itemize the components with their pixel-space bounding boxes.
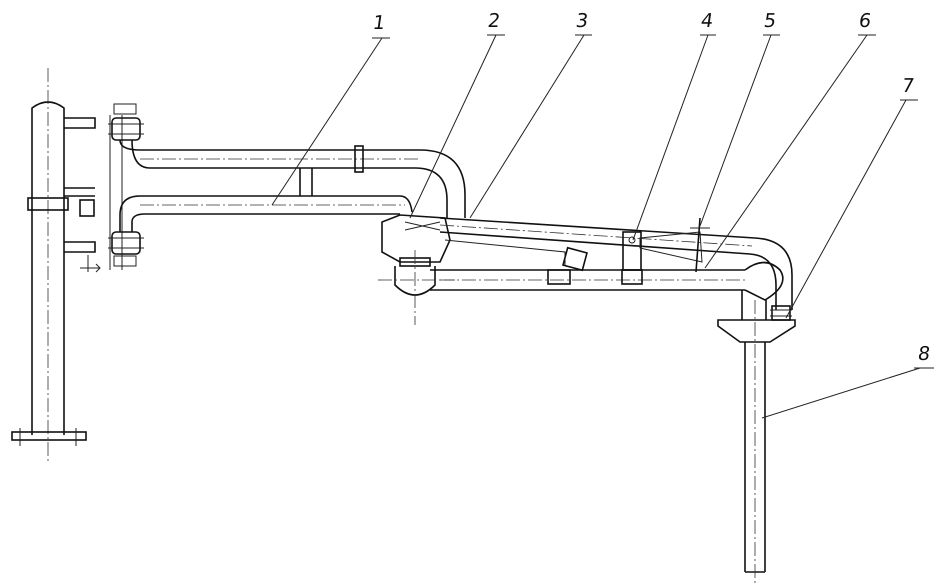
drop-pipe (717, 290, 796, 585)
upper-pipe (119, 139, 466, 218)
inner-arm (119, 195, 413, 232)
balance-cylinder (639, 217, 710, 273)
column-brackets (64, 115, 123, 273)
leader-lines (271, 34, 934, 419)
outer-arm (439, 217, 793, 310)
horizontal-pipe (430, 231, 784, 301)
elbow-joint (378, 214, 455, 325)
swivel-joints (108, 103, 144, 267)
vertical-column (11, 68, 87, 462)
